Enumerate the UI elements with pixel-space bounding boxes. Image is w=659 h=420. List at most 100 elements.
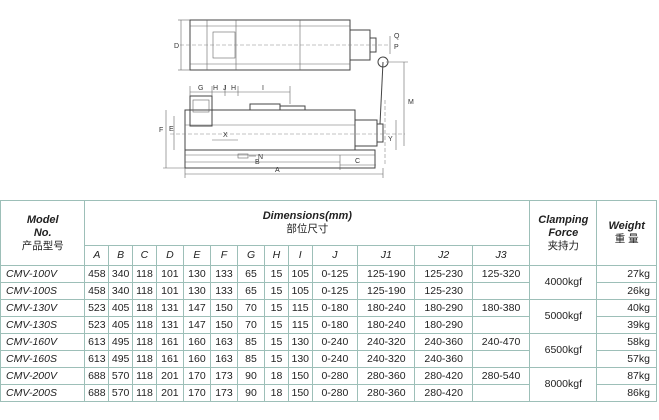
dimension-cell: 125-230	[414, 282, 473, 300]
dimension-cell: 280-540	[471, 367, 531, 385]
column-header-f: F	[209, 245, 239, 266]
column-header-b: B	[108, 245, 134, 266]
dimension-cell: 240-320	[357, 333, 416, 351]
dimension-cell: 523	[84, 316, 110, 334]
dimension-cell: 15	[264, 282, 289, 300]
dimension-cell: 70	[236, 316, 266, 334]
dimension-cell: 0-240	[311, 333, 359, 351]
label-x: X	[223, 132, 228, 139]
dimension-cell: 65	[236, 265, 266, 283]
column-header-j3: J3	[471, 245, 531, 266]
dimension-cell: 118	[132, 316, 157, 334]
dimension-cell: 180-380	[471, 299, 531, 317]
label-y: Y	[388, 136, 393, 143]
dimension-cell: 15	[264, 316, 289, 334]
weight-cell: 39kg	[596, 316, 657, 334]
dimension-cell: 0-280	[311, 384, 359, 402]
dimension-cell: 130	[287, 333, 313, 351]
dimension-cell: 101	[155, 282, 184, 300]
label-n: N	[258, 154, 263, 161]
weight-cell: 27kg	[596, 265, 657, 283]
vise-technical-drawing: D P Q G H J	[159, 19, 414, 178]
dimension-cell: 130	[287, 350, 313, 368]
dimension-cell: 131	[155, 299, 184, 317]
dimension-cell: 118	[132, 299, 157, 317]
model-cell: CMV-100V	[0, 265, 86, 283]
label-f: F	[159, 127, 163, 134]
dimension-cell: 70	[236, 299, 266, 317]
dimension-cell: 170	[182, 367, 211, 385]
weight-cell: 87kg	[596, 367, 657, 385]
dimension-cell: 0-180	[311, 316, 359, 334]
dimension-cell: 118	[132, 333, 157, 351]
dimension-cell: 133	[209, 282, 239, 300]
dimension-cell: 201	[155, 384, 184, 402]
dimension-cell: 0-125	[311, 265, 359, 283]
clamping-force-cell: 6500kgf	[529, 333, 598, 368]
dimension-cell: 280-420	[414, 384, 473, 402]
dimension-cell: 163	[209, 350, 239, 368]
clamping-force-cell: 5000kgf	[529, 299, 598, 334]
dimension-cell: 340	[108, 282, 134, 300]
dimension-cell: 118	[132, 350, 157, 368]
label-g: G	[198, 85, 203, 92]
label-b: B	[255, 159, 260, 166]
dimension-cell	[471, 350, 531, 368]
top-view: D P Q	[174, 19, 400, 71]
weight-cell: 58kg	[596, 333, 657, 351]
dimension-cell: 340	[108, 265, 134, 283]
clamping-force-cell: 8000kgf	[529, 367, 598, 402]
dimension-cell: 201	[155, 367, 184, 385]
column-header-i: I	[287, 245, 313, 266]
label-p: P	[394, 44, 399, 51]
dimension-cell: 130	[182, 282, 211, 300]
dimension-cell: 150	[209, 316, 239, 334]
dimension-cell: 85	[236, 333, 266, 351]
label-j: J	[223, 85, 227, 92]
dimension-cell: 173	[209, 384, 239, 402]
dimension-cell: 405	[108, 316, 134, 334]
weight-cell: 86kg	[596, 384, 657, 402]
dimension-cell: 101	[155, 265, 184, 283]
model-cell: CMV-130S	[0, 316, 86, 334]
dimension-cell: 160	[182, 333, 211, 351]
model-cell: CMV-200V	[0, 367, 86, 385]
dimension-cell: 160	[182, 350, 211, 368]
dimension-cell: 150	[287, 384, 313, 402]
clamping-force-cell: 4000kgf	[529, 265, 598, 300]
column-header-j: J	[311, 245, 359, 266]
dimension-cell: 15	[264, 333, 289, 351]
dimension-cell: 170	[182, 384, 211, 402]
dimension-cell: 147	[182, 299, 211, 317]
dimension-cell: 240-360	[414, 350, 473, 368]
dimension-cell: 115	[287, 299, 313, 317]
model-cell: CMV-160S	[0, 350, 86, 368]
column-header-d: D	[155, 245, 184, 266]
dimension-cell: 180-290	[414, 299, 473, 317]
weight-header: Weight 重 量	[596, 200, 657, 266]
dimension-cell: 0-240	[311, 350, 359, 368]
dimension-cell: 240-470	[471, 333, 531, 351]
label-q: Q	[394, 33, 400, 40]
dimension-cell: 131	[155, 316, 184, 334]
dimension-cell: 688	[84, 384, 110, 402]
dimension-cell: 180-240	[357, 299, 416, 317]
dimension-cell: 15	[264, 265, 289, 283]
dimension-cell: 118	[132, 265, 157, 283]
dimension-cell: 570	[108, 367, 134, 385]
label-a: A	[275, 167, 280, 174]
specification-table: Model No. 产品型号 Dimensions(mm) 部位尺寸 Clamp…	[0, 200, 657, 402]
label-c: C	[355, 158, 360, 165]
dimension-cell: 458	[84, 282, 110, 300]
model-header: Model No. 产品型号	[0, 200, 86, 266]
dimension-cell: 280-360	[357, 384, 416, 402]
column-header-a: A	[84, 245, 110, 266]
dimension-cell: 90	[236, 384, 266, 402]
dimension-cell: 85	[236, 350, 266, 368]
dimension-cell: 125-190	[357, 265, 416, 283]
